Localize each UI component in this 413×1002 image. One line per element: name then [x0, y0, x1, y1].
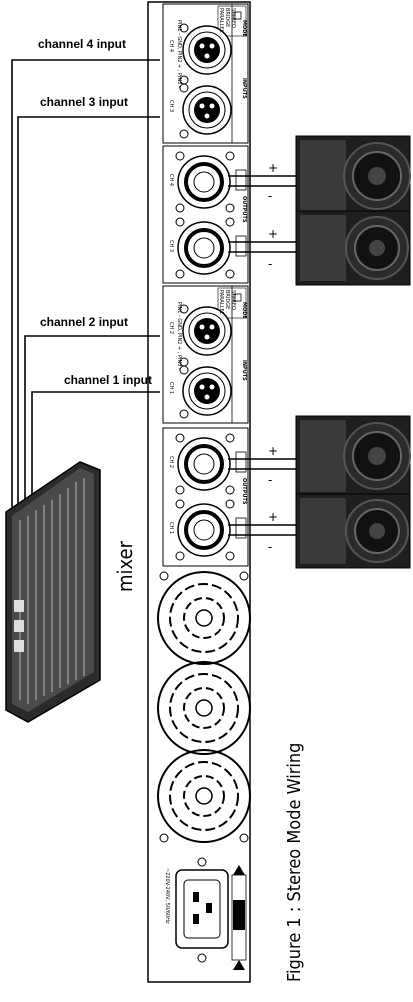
speakon-ch4 — [175, 151, 235, 213]
parallel-label-b: PARALLEL — [218, 8, 224, 33]
svg-text:+: + — [268, 227, 278, 241]
svg-text:-: - — [268, 189, 272, 203]
cable-channel-2 — [24, 335, 160, 512]
ch3-output-label: CH 3 — [168, 240, 174, 252]
input-module-ch3-ch4: MODE BRIDGE PARALLEL STEREO INPUTS PIN1 … — [162, 3, 249, 144]
pin-label-b: PIN1 - GND, PIN2 + , PIN3 - — [176, 20, 182, 88]
fan-grille-top — [157, 571, 251, 665]
speakon-ch2 — [175, 433, 235, 495]
channel-2-input-label: channel 2 input — [40, 315, 128, 329]
pin-label-a: PIN1 - GND, PIN2 + , PIN3 - — [176, 302, 182, 370]
stereo-label-b: STEREO — [230, 8, 236, 28]
svg-text:+: + — [268, 510, 278, 524]
cable-channel-3 — [17, 116, 160, 512]
input-cables — [11, 59, 160, 512]
mode-label-b: MODE — [241, 20, 247, 37]
polarity-markers: + - + - + - + - — [268, 161, 278, 554]
ch2-input-label: CH 2 — [168, 322, 174, 334]
svg-text:-: - — [268, 257, 272, 271]
ch1-input-label: CH 1 — [168, 382, 174, 394]
xlr-connector-ch1 — [179, 365, 232, 419]
svg-text:+: + — [268, 161, 278, 175]
speakon-ch1 — [175, 499, 235, 561]
figure-caption: Figure 1 : Stereo Mode Wiring — [284, 743, 305, 982]
channel-1-input-label: channel 1 input — [64, 373, 152, 387]
power-label: ~220V-240V, 50/60Hz — [164, 868, 170, 924]
speaker-cables — [228, 175, 296, 536]
fan-grille-middle — [157, 661, 251, 755]
ch1-output-label: CH 1 — [168, 522, 174, 534]
fan-grille-bottom — [157, 749, 251, 843]
speakon-ch3 — [175, 217, 235, 279]
mode-label-a: MODE — [241, 302, 247, 319]
outputs-label-a: OUTPUTS — [241, 478, 247, 505]
mixer-label: mixer — [113, 540, 137, 592]
speaker-ch3 — [295, 210, 411, 286]
inputs-label-b: INPUTS — [241, 78, 247, 99]
mixer — [5, 461, 101, 723]
stereo-label-a: STEREO — [230, 290, 236, 310]
xlr-connector-ch3 — [179, 83, 232, 139]
output-module-ch1-ch2: OUTPUTS CH 2 CH 1 — [162, 427, 249, 567]
speaker-ch1 — [295, 493, 411, 569]
svg-text:+: + — [268, 444, 278, 458]
power-inlet: ~220V-240V, 50/60Hz — [164, 857, 247, 970]
parallel-label-a: PARALLEL — [218, 290, 224, 315]
speaker-ch4 — [295, 135, 411, 217]
inputs-label-a: INPUTS — [241, 360, 247, 381]
ch2-output-label: CH 2 — [168, 456, 174, 468]
input-module-ch1-ch2: MODE BRIDGE PARALLEL STEREO INPUTS PIN1 … — [162, 285, 249, 424]
speaker-ch2 — [295, 415, 411, 497]
svg-text:-: - — [268, 473, 272, 487]
bridge-label-b: BRIDGE — [224, 8, 230, 27]
ch4-input-label: CH 4 — [168, 40, 174, 52]
xlr-connector-ch4 — [179, 23, 232, 85]
bridge-label-a: BRIDGE — [224, 290, 230, 309]
outputs-label-b: OUTPUTS — [241, 196, 247, 223]
xlr-connector-ch2 — [179, 304, 232, 367]
ch3-input-label: CH 3 — [168, 100, 174, 112]
channel-4-input-label: channel 4 input — [38, 37, 126, 51]
svg-text:-: - — [268, 540, 272, 554]
ch4-output-label: CH 4 — [168, 174, 174, 186]
channel-3-input-label: channel 3 input — [40, 95, 128, 109]
output-module-ch3-ch4: OUTPUTS CH 4 CH 3 — [162, 145, 249, 284]
amplifier-panel: MODE BRIDGE PARALLEL STEREO INPUTS PIN1 … — [147, 1, 251, 983]
cable-channel-4 — [11, 59, 160, 512]
cable-channel-1 — [31, 391, 160, 512]
